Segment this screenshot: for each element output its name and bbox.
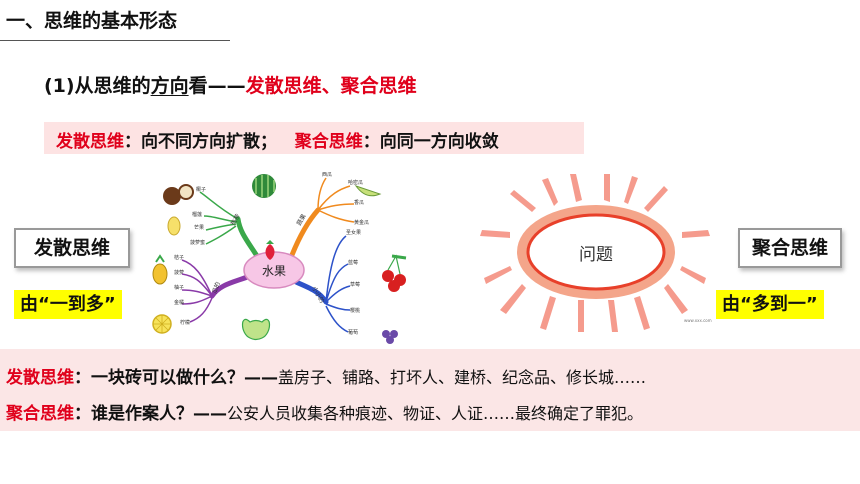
leaf-label: 菠萝蜜 [190, 239, 205, 246]
definition-band: 发散思维：向不同方向扩散； 聚合思维：向同一方向收敛 [44, 122, 584, 154]
leaf-label: 蓝莓 [348, 259, 358, 266]
divergent-label-box: 发散思维 [14, 228, 130, 268]
arrow-group [480, 174, 710, 332]
branch-label: 小小的 [310, 285, 326, 305]
leaf-label: 葡萄 [348, 329, 358, 336]
leaf-label: 芒果 [194, 224, 204, 231]
lemon-icon [152, 314, 172, 334]
divergent-term: 发散思维 [56, 132, 124, 152]
heading-divider [0, 40, 230, 41]
leaf-label: 草莓 [350, 281, 360, 288]
leaf-label: 黄金瓜 [354, 219, 369, 226]
grape-icon [382, 330, 398, 344]
watermelon-icon [252, 174, 276, 198]
divergent-definition: ：向不同方向扩散； [124, 132, 277, 152]
subheading: (1)从思维的方向看——发散思维、聚合思维 [44, 71, 417, 98]
example-convergent-answer: 公安人员收集各种痕迹、物证、人证……最终确定了罪犯。 [227, 404, 644, 423]
sunburst-center-label: 问题 [579, 245, 613, 265]
leaf-label: 樱桃 [350, 307, 360, 314]
example-divergent: 发散思维：一块砖可以做什么？——盖房子、铺路、打坏人、建桥、纪念品、修长城…… [6, 363, 646, 388]
example-divergent-question: ：一块砖可以做什么？—— [74, 368, 278, 388]
convergent-term: 聚合思维 [294, 132, 363, 152]
image-credit: www.xxx.com [684, 318, 712, 323]
cherry-icon [382, 254, 407, 292]
leaf-label: 金橘 [174, 299, 184, 306]
example-divergent-answer: 盖房子、铺路、打坏人、建桥、纪念品、修长城…… [278, 368, 647, 387]
one-to-many-tag: 由“一到多” [14, 290, 122, 319]
leaf-label: 桔子 [174, 254, 184, 261]
convergent-label-box: 聚合思维 [738, 228, 842, 268]
leaf-label: 菠萝 [174, 269, 184, 276]
apple-icon [241, 319, 271, 341]
subheading-prefix: (1)从思维的 [44, 75, 151, 97]
subheading-middle: 看—— [188, 75, 246, 97]
pineapple-icon [152, 254, 168, 285]
leaf-label: 西瓜 [322, 172, 332, 178]
leaf-label: 柠檬 [180, 319, 190, 326]
melon-slice-icon [354, 185, 382, 197]
mindmap-center-label: 水果 [262, 264, 286, 278]
examples-band [0, 349, 860, 431]
subheading-highlight: 发散思维、聚合思维 [245, 75, 417, 97]
many-to-one-tag: 由“多到一” [716, 290, 824, 319]
example-divergent-term: 发散思维 [6, 368, 74, 388]
leaf-label: 椰子 [196, 186, 206, 193]
convergent-definition: ：向同一方向收敛 [362, 132, 499, 152]
convergent-sunburst: 问题 [480, 174, 710, 332]
leaf-label: 圣女果 [346, 229, 361, 236]
example-convergent-question: ：谁是作案人？—— [74, 404, 227, 424]
branch-label: 瓜的 [210, 281, 222, 295]
subheading-underlined: 方向 [150, 75, 189, 97]
section-heading: 一、思维的基本形态 [6, 10, 178, 32]
fruit-mind-map: 水果 热带 蔬果 瓜的 小小的 椰子 榴莲 芒果 菠萝蜜 西瓜 哈密瓜 香瓜 黄… [152, 172, 407, 344]
coconut-icon [163, 184, 194, 205]
example-convergent-term: 聚合思维 [6, 404, 74, 424]
leaf-label: 榴莲 [192, 211, 202, 218]
example-convergent: 聚合思维：谁是作案人？——公安人员收集各种痕迹、物证、人证……最终确定了罪犯。 [6, 399, 643, 424]
mango-icon [167, 216, 181, 236]
leaf-label: 香瓜 [354, 199, 364, 206]
leaf-label: 柚子 [174, 284, 184, 291]
leaf-label: 哈密瓜 [348, 179, 363, 186]
